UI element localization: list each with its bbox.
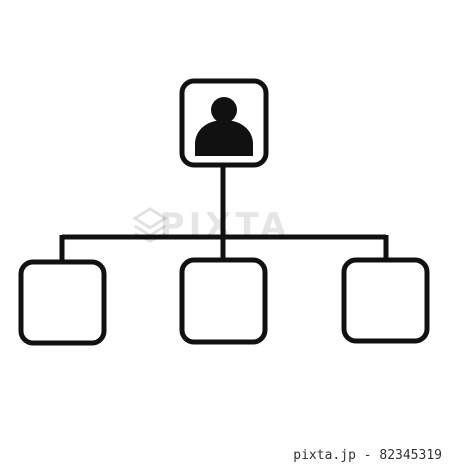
footer-caption: pixta.jp - 82345319 (293, 448, 442, 463)
footer-strip: pixta.jp - 82345319 (0, 443, 450, 469)
person-icon (195, 97, 253, 156)
root-node (179, 78, 269, 168)
child-node-center (179, 257, 268, 345)
child-node-left (18, 259, 107, 346)
connector-lines (59, 165, 389, 262)
child-node-right (341, 257, 430, 344)
